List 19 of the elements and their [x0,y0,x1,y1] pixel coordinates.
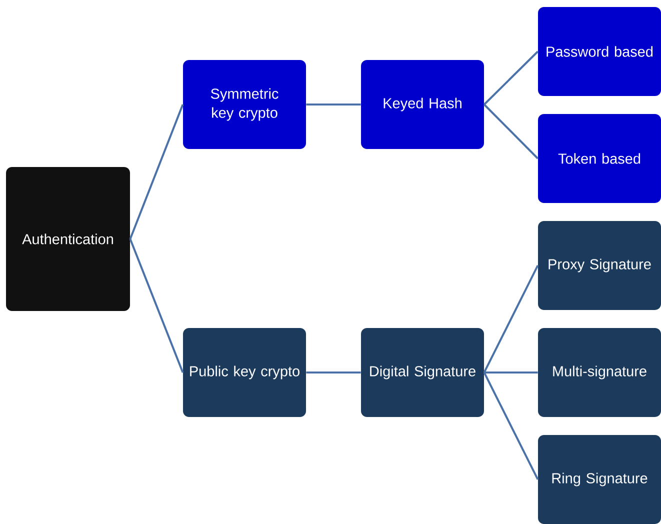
process-box: Multi-signature [538,328,661,417]
connector-line [483,265,539,373]
connector-line [484,372,538,374]
process-box: Password based [538,7,661,96]
process-box: Token based [538,114,661,203]
connector-line [483,372,539,480]
process-box: Digital Signature [361,328,484,417]
connector-line [129,238,184,373]
process-box: Symmetric key crypto [183,60,306,149]
process-box: Keyed Hash [361,60,484,149]
process-box: Proxy Signature [538,221,661,310]
process-box: Public key crypto [183,328,306,417]
connector-line [484,104,539,160]
connector-line [306,372,361,374]
connector-line [129,104,184,240]
connector-line [306,104,361,106]
process-box: Authentication [6,167,130,311]
connector-line [484,50,538,106]
process-box: Ring Signature [538,434,661,524]
